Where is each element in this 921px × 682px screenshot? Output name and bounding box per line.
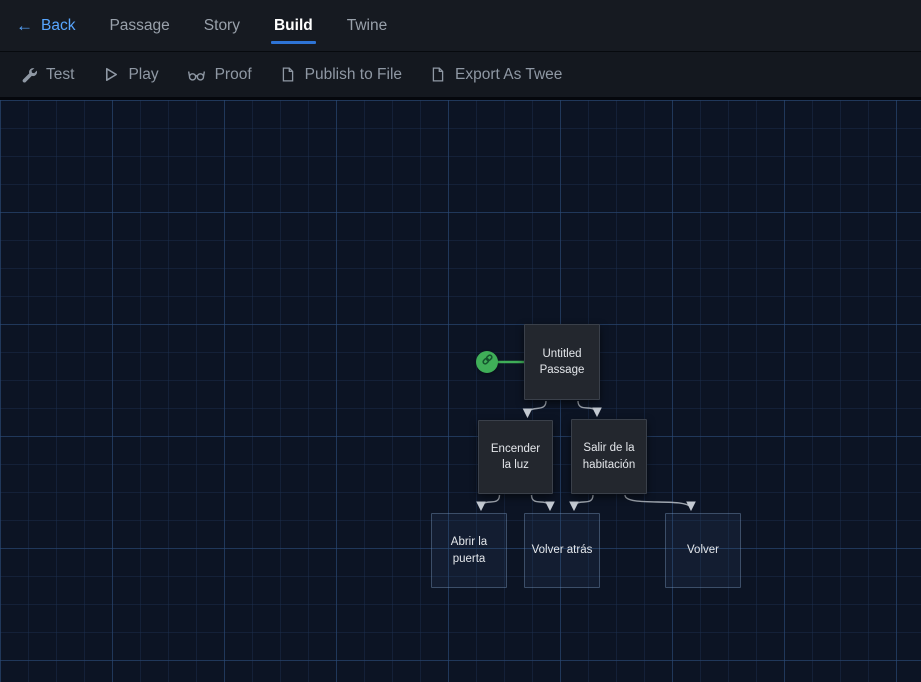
test-button[interactable]: Test <box>6 60 88 90</box>
top-nav: ← Back Passage Story Build Twine <box>0 0 921 52</box>
play-label: Play <box>128 66 158 84</box>
tab-build[interactable]: Build <box>274 17 313 35</box>
passage-title: Abrir la puerta <box>438 534 500 566</box>
passage-link-arrow <box>528 401 547 416</box>
passage-node[interactable]: Abrir la puerta <box>431 513 507 588</box>
back-button[interactable]: ← Back <box>16 17 75 35</box>
test-label: Test <box>46 66 74 84</box>
build-toolbar: Test Play Proof Publish to File Export As Tw… <box>0 52 921 97</box>
passage-node[interactable]: Volver <box>665 513 741 588</box>
proof-button[interactable]: Proof <box>173 60 266 90</box>
publish-button[interactable]: Publish to File <box>266 60 416 90</box>
passage-node[interactable]: Salir de la habitación <box>571 419 647 494</box>
link-icon <box>481 353 494 371</box>
tab-twine[interactable]: Twine <box>347 17 388 35</box>
passage-title: Encender la luz <box>485 441 546 473</box>
wrench-icon <box>20 66 37 83</box>
passage-node[interactable]: Untitled Passage <box>524 324 600 400</box>
passage-link-arrow <box>532 495 551 509</box>
passage-title: Salir de la habitación <box>578 440 640 472</box>
passage-node[interactable]: Volver atrás <box>524 513 600 588</box>
nav-tabs: Passage Story Build Twine <box>109 0 387 51</box>
story-map-canvas[interactable]: Untitled PassageEncender la luz Salir de … <box>0 100 921 682</box>
file-icon <box>430 66 446 83</box>
passage-link-arrow <box>625 495 691 509</box>
passage-link-arrow <box>574 495 593 509</box>
play-button[interactable]: Play <box>88 60 172 90</box>
export-twee-button[interactable]: Export As Twee <box>416 60 576 90</box>
proof-label: Proof <box>215 66 252 84</box>
tab-passage[interactable]: Passage <box>109 17 169 35</box>
file-icon <box>280 66 296 83</box>
passage-title: Untitled Passage <box>531 346 593 378</box>
passage-link-arrow <box>578 401 597 415</box>
glasses-icon <box>187 66 206 83</box>
passage-title: Volver atrás <box>532 542 593 558</box>
tab-story[interactable]: Story <box>204 17 240 35</box>
export-twee-label: Export As Twee <box>455 66 562 84</box>
publish-label: Publish to File <box>305 66 402 84</box>
passage-node[interactable]: Encender la luz <box>478 420 553 494</box>
back-label: Back <box>41 17 75 35</box>
play-icon <box>102 66 119 83</box>
start-passage-indicator <box>476 351 498 373</box>
passage-link-arrow <box>481 495 500 509</box>
back-arrow-icon: ← <box>16 17 33 34</box>
passage-links-layer <box>0 100 921 682</box>
passage-title: Volver <box>687 542 719 558</box>
